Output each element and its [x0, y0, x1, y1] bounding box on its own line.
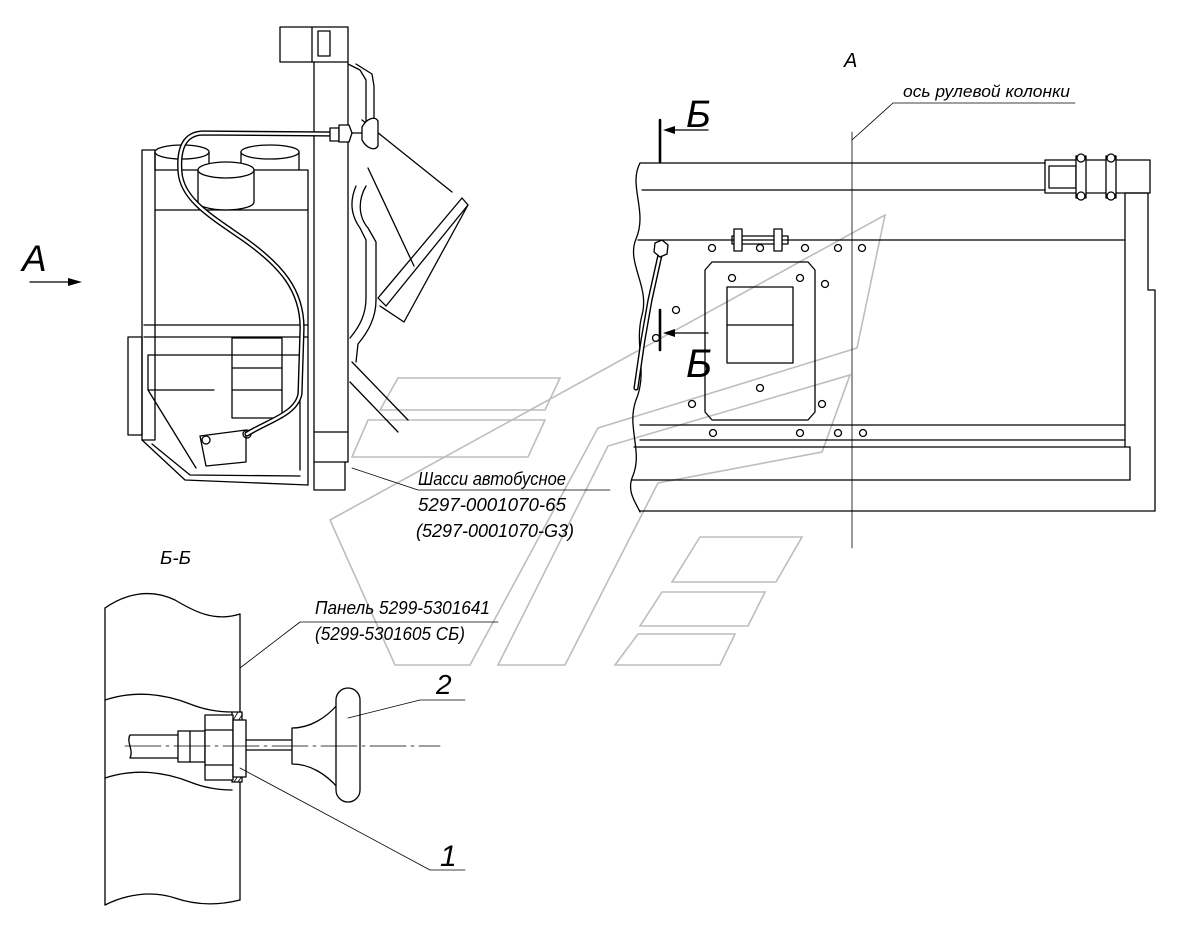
- control-cable-core: [178, 131, 334, 436]
- panel-leader: [239, 621, 499, 669]
- knob-handle: [361, 117, 379, 150]
- chassis-code: 5297-0001070-65: [418, 495, 567, 515]
- watermark-bar: [378, 377, 562, 411]
- bolt-hole: [687, 399, 697, 409]
- callout-2: 2: [435, 669, 452, 700]
- pillar: [313, 61, 349, 433]
- chassis-name: Шасси автобусное: [418, 469, 566, 489]
- bolt-hole: [795, 428, 805, 438]
- bolt-hole: [795, 273, 805, 283]
- heater-flange: [127, 336, 143, 436]
- bolt-hole: [708, 428, 718, 438]
- panel-break-top: [104, 592, 241, 618]
- bolt-hole: [755, 383, 765, 393]
- frame-right-edge: [1124, 192, 1156, 512]
- watermark-logo: [328, 213, 887, 666]
- cable-entry-fitting: [653, 239, 669, 258]
- pillar-bracket: [347, 63, 377, 363]
- chassis-leader: [351, 467, 611, 491]
- pedal-plate-edge: [379, 204, 469, 323]
- knob-grip: [335, 687, 361, 803]
- callout-1-leader: [239, 767, 466, 871]
- section-bb-title: Б-Б: [160, 548, 191, 568]
- cable-bracket: [199, 429, 247, 467]
- duct-right-rim: [240, 144, 300, 160]
- frame-channel: [1044, 159, 1151, 194]
- watermark-chevron-inner: [496, 373, 852, 666]
- lock-nut-faces: [204, 729, 234, 766]
- bolt-hole: [671, 305, 681, 315]
- strip-bolt: [733, 228, 743, 252]
- mounting-plate: [704, 261, 816, 421]
- lock-nut: [204, 714, 234, 781]
- channel-bolt-head: [1106, 191, 1116, 201]
- bushing: [232, 719, 247, 778]
- bolt-hole: [857, 243, 867, 253]
- cable-fitting: [329, 127, 340, 142]
- bolt-hole: [858, 428, 868, 438]
- knob-stem: [245, 739, 293, 751]
- panel-edges: [104, 607, 241, 906]
- callout-2-leader: [347, 699, 466, 719]
- section-arrowhead-bottom: [663, 329, 675, 337]
- chassis-alt-code: (5297-0001070-G3): [416, 521, 574, 541]
- pillar-foot: [313, 461, 346, 491]
- watermark-bar: [670, 536, 804, 583]
- section-bb: [104, 592, 499, 906]
- section-mark-bottom: Б: [686, 342, 712, 386]
- view-a-frame: [629, 102, 1156, 549]
- heater-hopper: [147, 354, 301, 471]
- bolt-hole: [820, 279, 830, 289]
- panel-name: Панель 5299-5301641: [315, 598, 490, 618]
- heater-window: [231, 337, 283, 419]
- pillar-base: [313, 431, 349, 463]
- fitting-nut: [338, 124, 353, 143]
- steering-axis-label: ось рулевой колонки: [903, 82, 1071, 101]
- view-a-arrowhead: [68, 278, 82, 286]
- bolt-hole: [833, 243, 843, 253]
- panel-alt: (5299-5301605 СБ): [315, 624, 465, 644]
- view-a-direction-letter: А: [20, 238, 47, 279]
- heater-side-panel: [141, 149, 156, 441]
- bolt-hole: [727, 273, 737, 283]
- view-a-title: А: [843, 50, 857, 72]
- watermark-chevron-outer: [328, 213, 887, 666]
- watermark-bar: [350, 419, 547, 458]
- frame-channel-block: [1048, 165, 1077, 189]
- panel-break-bottom: [104, 893, 241, 906]
- bolt-hole: [707, 243, 717, 253]
- section-mark-top: Б: [686, 94, 711, 136]
- pedal-lever: [349, 119, 453, 433]
- panel-cutout-upper: [104, 693, 233, 713]
- heater-assembly: [29, 26, 469, 491]
- bolt-hole: [833, 428, 843, 438]
- labels: А А ось рулевой колонки Б Б Шасси автобу…: [20, 50, 1071, 873]
- channel-bolt-head: [1106, 153, 1116, 163]
- pedal-plate: [377, 197, 469, 307]
- heater-base: [141, 439, 309, 486]
- bolt-hole: [800, 243, 810, 253]
- panel-cutout-lower: [104, 771, 233, 791]
- section-arrowhead-top: [663, 126, 675, 134]
- steering-axis-leader: [851, 102, 1076, 141]
- bolt-head: [201, 435, 211, 445]
- cable-tube: [128, 734, 181, 759]
- channel-bolt-head: [1076, 153, 1086, 163]
- watermark-bar: [638, 591, 767, 627]
- pillar-top-box: [279, 26, 349, 63]
- channel-bolt-head: [1076, 191, 1086, 201]
- bolt-hole: [755, 243, 765, 253]
- strip-bolt: [773, 228, 783, 252]
- bolt-holes: [651, 243, 868, 438]
- pillar-top-slot: [317, 30, 331, 57]
- tube-fitting: [177, 730, 206, 763]
- bolt-hole: [817, 399, 827, 409]
- duct-front-rim: [197, 161, 255, 179]
- frame-rails: [631, 162, 1156, 512]
- callout-1: 1: [440, 840, 457, 873]
- watermark-bar: [613, 633, 737, 666]
- heater-window-dividers: [231, 367, 283, 391]
- control-cable-view-a-core: [634, 253, 662, 390]
